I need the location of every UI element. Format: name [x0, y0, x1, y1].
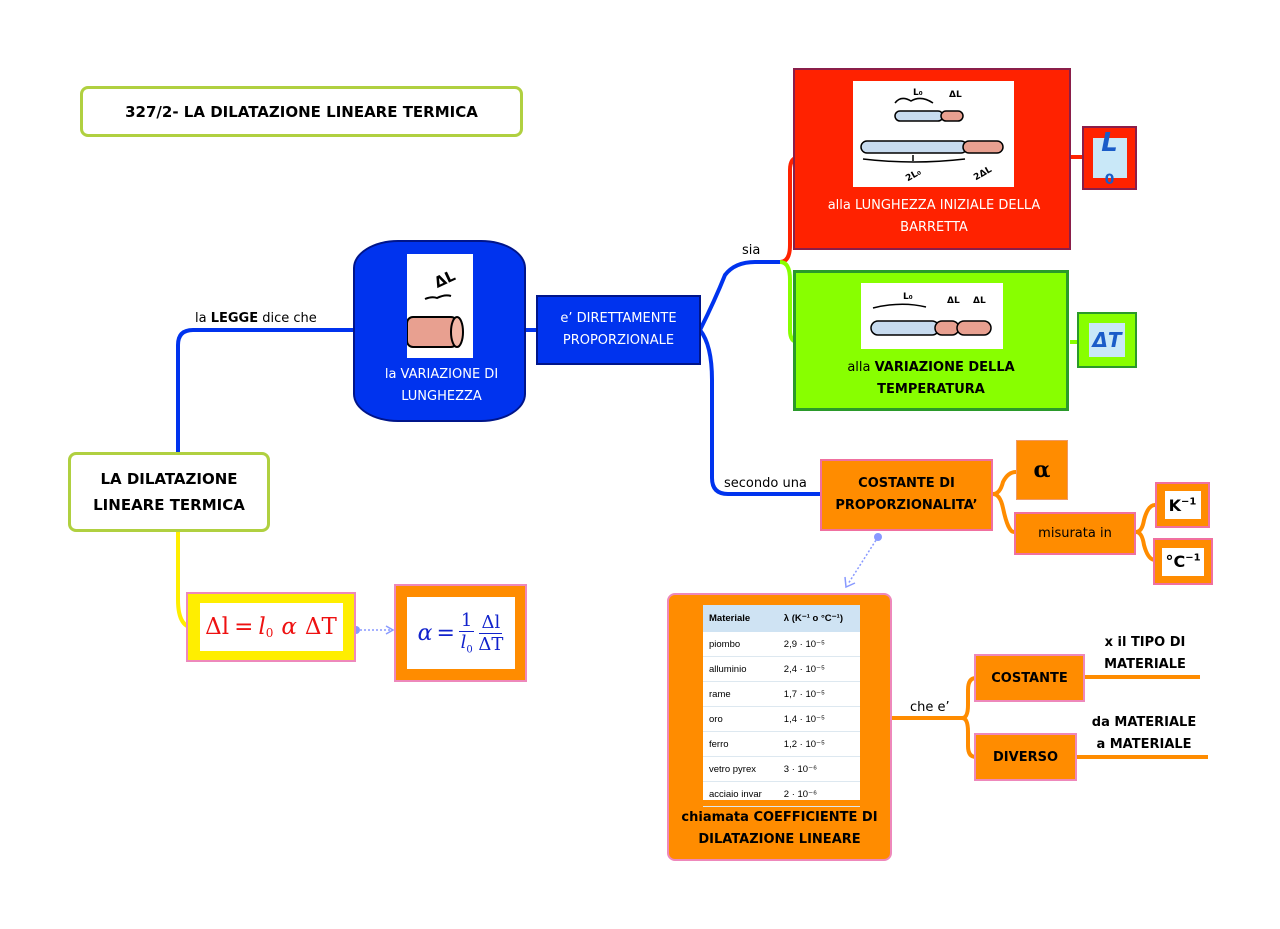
formula2-dt: ΔT [478, 633, 504, 655]
diverso-label: DIVERSO [993, 749, 1058, 765]
variazione-node[interactable]: ΔL la VARIAZIONE DI LUNGHEZZA [353, 240, 526, 422]
coeff-line2: DILATAZIONE LINEARE [698, 832, 861, 847]
unit-c-box[interactable]: °C−1 [1153, 538, 1213, 585]
label-l0: L₀ [913, 88, 923, 98]
temperatura-line2: TEMPERATURA [877, 382, 985, 397]
unit-k-box[interactable]: K−1 [1155, 482, 1210, 528]
svg-text:L₀: L₀ [903, 292, 913, 302]
formula2-dl: Δl [479, 611, 503, 634]
link-label-sia: sia [742, 243, 761, 258]
connector-costante-coeff [847, 536, 879, 585]
svg-text:ΔL: ΔL [947, 296, 960, 306]
variazione-image: ΔL [406, 254, 473, 358]
coeff-line1: chiamata COEFFICIENTE DI [681, 810, 878, 825]
diverso-node[interactable]: DIVERSO [974, 733, 1077, 781]
connector-direttamente-secondo [698, 328, 820, 496]
misurata-node[interactable]: misurata in [1014, 512, 1136, 555]
rods-dt-icon: L₀ ΔL ΔL [870, 292, 992, 336]
connector-misurata-k [1135, 503, 1156, 534]
rod-delta-icon: ΔL [406, 266, 464, 348]
link-label-secondo: secondo una [724, 476, 807, 491]
temperatura-image: L₀ ΔL ΔL [861, 283, 1003, 349]
svg-text:ΔL: ΔL [431, 266, 458, 291]
formula-lhs: Δl [205, 614, 230, 640]
misurata-label: misurata in [1038, 526, 1112, 541]
root-line1: LA DILATAZIONE [100, 470, 238, 488]
lunghezza-node[interactable]: L₀ ΔL 2L₀ 2ΔL alla LUNGHEZZA INIZIALE DE… [793, 68, 1071, 250]
label-2l0: 2L₀ [904, 167, 923, 184]
variazione-line1: la VARIAZIONE DI [384, 367, 499, 382]
temperatura-line1: VARIAZIONE DELLA [874, 360, 1015, 375]
root-node[interactable]: LA DILATAZIONE LINEARE TERMICA [68, 452, 270, 532]
costante-label: COSTANTE [991, 670, 1068, 686]
dt-symbol: ΔT [1092, 328, 1122, 352]
connector-costante-alpha [992, 470, 1017, 496]
rods-l0-icon: L₀ ΔL 2L₀ 2ΔL [860, 88, 1004, 184]
formula2-alpha: α [417, 620, 433, 646]
connector-root-variazione [176, 328, 360, 455]
variazione-line2: LUNGHEZZA [401, 389, 482, 404]
costante-prop-line2: PROPORZIONALITA’ [835, 498, 978, 513]
unit-c: °C [1165, 552, 1186, 571]
costante-prop-line1: COSTANTE DI [858, 476, 955, 491]
direttamente-line1: e’ DIRETTAMENTE [560, 311, 677, 326]
temperatura-pre: alla [847, 360, 875, 375]
direttamente-line2: PROPORZIONALE [562, 333, 675, 348]
alpha-box[interactable]: α [1016, 440, 1068, 500]
alpha-symbol: α [1033, 457, 1051, 483]
table-header-materiale: Materiale [703, 605, 778, 632]
connector-misurata-c [1135, 530, 1156, 562]
title-text: 327/2- LA DILATAZIONE LINEARE TERMICA [125, 102, 478, 121]
lunghezza-line2: BARRETTA [900, 220, 968, 235]
formula2-node[interactable]: α = 1 l0 Δl ΔT [394, 584, 527, 682]
costante-note: x il TIPO DI MATERIALE [1104, 635, 1186, 672]
link-label-che-e: che e’ [910, 700, 950, 715]
lunghezza-line1: alla LUNGHEZZA INIZIALE DELLA [827, 198, 1041, 213]
direttamente-node[interactable]: e’ DIRETTAMENTE PROPORZIONALE [536, 295, 701, 365]
diverso-note: da MATERIALE a MATERIALE [1091, 715, 1197, 752]
connector-direttamente-sia [698, 260, 780, 331]
root-line2: LINEARE TERMICA [93, 496, 245, 514]
costante-node[interactable]: COSTANTE [974, 654, 1085, 702]
formula-alpha: α [281, 614, 297, 640]
label-dl-1: ΔL [949, 90, 962, 100]
title-box: 327/2- LA DILATAZIONE LINEARE TERMICA [80, 86, 523, 137]
lunghezza-image: L₀ ΔL 2L₀ 2ΔL [853, 81, 1014, 187]
connector-costante-misurata [992, 492, 1015, 534]
link-label-legge: la LEGGE dice che [195, 311, 317, 326]
table-header-lambda: λ (K⁻¹ o °C⁻¹) [777, 605, 860, 632]
costante-prop-node[interactable]: COSTANTE DI PROPORZIONALITA’ [820, 459, 993, 531]
formula-dt: ΔT [304, 614, 337, 640]
temperatura-node[interactable]: L₀ ΔL ΔL alla VARIAZIONE DELLA TEMPERATU… [793, 270, 1069, 411]
unit-k: K [1168, 495, 1182, 515]
svg-text:ΔL: ΔL [973, 296, 986, 306]
l0-symbol: L [1101, 128, 1118, 158]
label-2dl: 2ΔL [972, 165, 994, 183]
dt-symbol-box[interactable]: ΔT [1077, 312, 1137, 368]
